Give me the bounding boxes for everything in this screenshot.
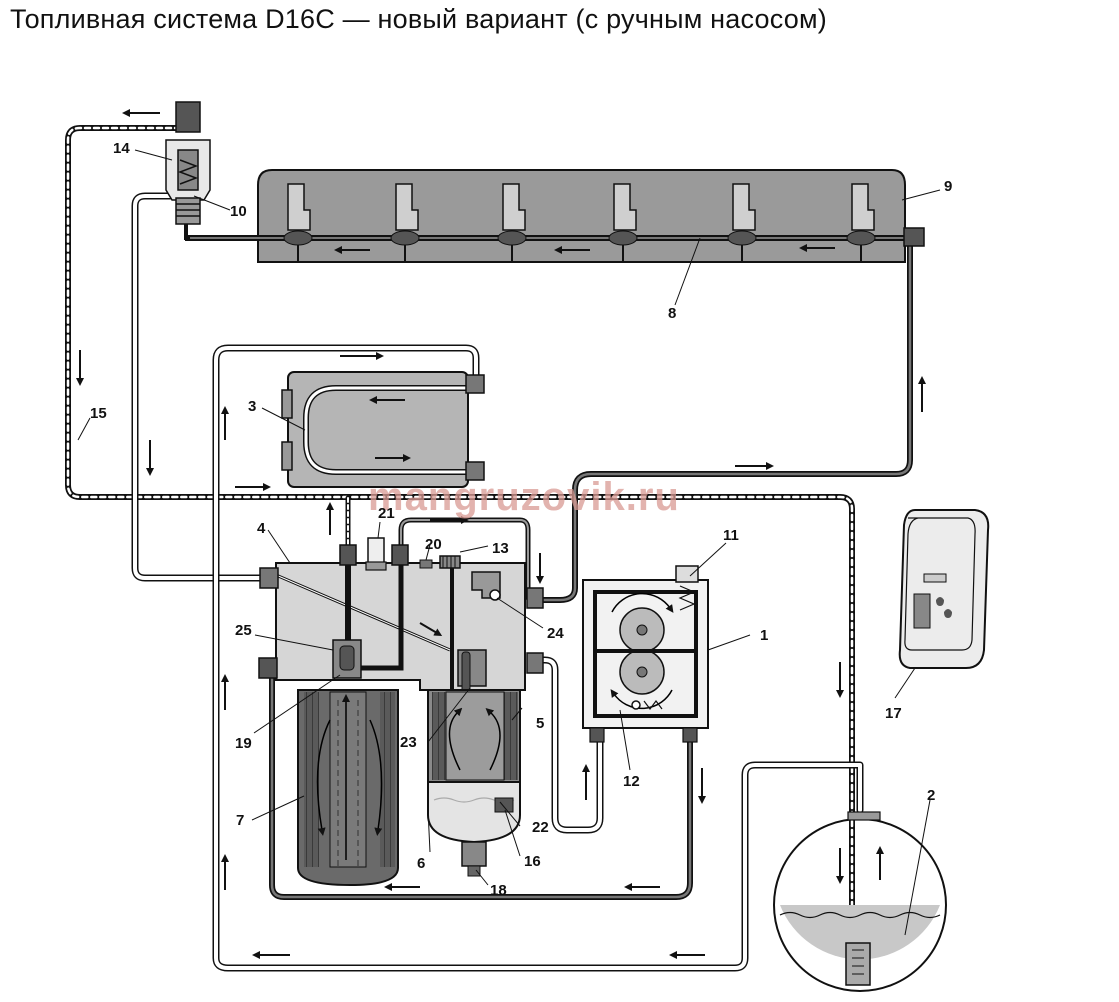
label-11: 11: [723, 527, 739, 544]
label-25: 25: [235, 622, 252, 639]
main-filter-7: [297, 689, 399, 887]
label-16: 16: [524, 853, 541, 870]
label-12: 12: [623, 773, 640, 790]
label-1: 1: [760, 627, 768, 644]
label-8: 8: [668, 305, 676, 322]
label-9: 9: [944, 178, 952, 195]
label-7: 7: [236, 812, 244, 829]
injectors: [287, 183, 875, 231]
flow-arrows: [76, 109, 926, 959]
drain-18: [461, 841, 487, 867]
overflow-valve-14: [165, 101, 211, 240]
fuel-tank-2: [773, 811, 947, 992]
label-2: 2: [927, 787, 935, 804]
light-lines: [131, 192, 864, 972]
label-5: 5: [536, 715, 544, 732]
label-6: 6: [417, 855, 425, 872]
leader-lines: [77, 149, 941, 936]
fuel-lines: [65, 125, 913, 972]
control-unit-17: [898, 509, 990, 669]
label-22: 22: [532, 819, 549, 836]
label-10: 10: [230, 203, 247, 220]
head-fitting: [903, 227, 925, 247]
watermark: mangruzovik.ru: [368, 475, 680, 519]
label-13: 13: [492, 540, 509, 557]
label-18: 18: [490, 882, 507, 899]
label-24: 24: [547, 625, 564, 642]
prefilter-5: [427, 689, 521, 877]
feed-pump-1: [582, 565, 709, 743]
label-19: 19: [235, 735, 252, 752]
label-3: 3: [248, 398, 256, 415]
label-21: 21: [378, 505, 395, 522]
label-15: 15: [90, 405, 107, 422]
label-23: 23: [400, 734, 417, 751]
callout-labels: 1 2 3 4 5 6 7 8 9 10 11 12 13 14 15 16 1…: [90, 140, 952, 899]
diagram-title: Топливная система D16C — новый вариант (…: [10, 4, 827, 34]
fuel-cooler-3: [281, 371, 485, 488]
tank-strainer: [845, 942, 871, 986]
label-4: 4: [257, 520, 266, 537]
label-17: 17: [885, 705, 902, 722]
filter-housing-4: [258, 537, 544, 693]
cylinder-head-9: [185, 169, 925, 263]
label-20: 20: [425, 536, 442, 553]
return-line-15: [65, 125, 855, 948]
label-14: 14: [113, 140, 130, 157]
